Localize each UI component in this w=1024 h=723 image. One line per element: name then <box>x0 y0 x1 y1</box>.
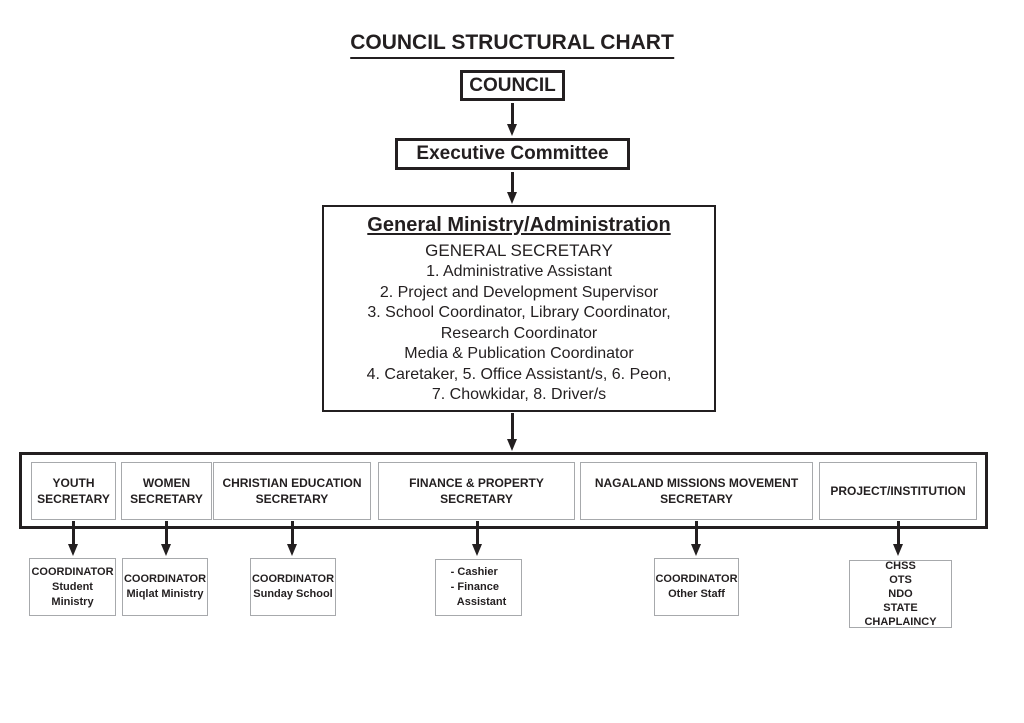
institutions-box: CHSS OTS NDO STATE CHAPLAINCY <box>849 560 952 628</box>
finance-staff-label: - Cashier - Finance Assistant <box>450 566 507 608</box>
connector-arrow <box>893 521 903 556</box>
arrow-head-icon <box>472 544 482 556</box>
arrow-head-icon <box>507 124 517 136</box>
coordinator-label: COORDINATOR Student Ministry <box>31 565 114 608</box>
general-staff-line: 2. Project and Development Supervisor <box>379 283 659 301</box>
connector-arrow <box>287 521 297 556</box>
arrow-head-icon <box>507 439 517 451</box>
general-subheading: GENERAL SECRETARY <box>425 241 613 260</box>
general-staff-line: 3. School Coordinator, Library Coordinat… <box>367 304 671 321</box>
coordinator-box-other-staff: COORDINATOR Other Staff <box>654 558 739 616</box>
general-staff-line: 7. Chowkidar, 8. Driver/s <box>431 386 607 403</box>
arrow-shaft <box>71 521 75 544</box>
secretary-box-women: WOMEN SECRETARY <box>121 462 212 520</box>
secretaries-container: YOUTH SECRETARY WOMEN SECRETARY CHRISTIA… <box>19 452 988 529</box>
arrow-shaft <box>510 413 514 439</box>
connector-arrow <box>161 521 171 556</box>
general-staff-line: 4. Caretaker, 5. Office Assistant/s, 6. … <box>366 365 672 383</box>
node-council: COUNCIL <box>460 70 565 101</box>
connector-arrow <box>691 521 701 556</box>
coordinator-label: COORDINATOR Miqlat Ministry <box>123 573 207 600</box>
arrow-shaft <box>164 521 168 544</box>
secretary-box-finance-property: FINANCE & PROPERTY SECRETARY <box>378 462 575 520</box>
arrow-head-icon <box>893 544 903 556</box>
chart-title: COUNCIL STRUCTURAL CHART <box>350 31 674 59</box>
connector-arrow <box>472 521 482 556</box>
general-heading: General Ministry/Administration <box>367 214 671 236</box>
arrow-shaft <box>694 521 698 544</box>
secretary-box-christian-education: CHRISTIAN EDUCATION SECRETARY <box>213 462 371 520</box>
connector-arrow <box>68 521 78 556</box>
arrow-shaft <box>290 521 294 544</box>
secretary-box-project-institution: PROJECT/INSTITUTION <box>819 462 977 520</box>
arrow-head-icon <box>68 544 78 556</box>
secretary-box-youth: YOUTH SECRETARY <box>31 462 116 520</box>
connector-arrow <box>507 172 517 204</box>
general-staff-line: Media & Publication Coordinator <box>404 345 634 362</box>
arrow-shaft <box>510 103 514 124</box>
arrow-head-icon <box>507 192 517 204</box>
coordinator-box-sunday-school: COORDINATOR Sunday School <box>250 558 336 616</box>
node-general-ministry: General Ministry/Administration GENERAL … <box>322 205 716 412</box>
arrow-shaft <box>510 172 514 192</box>
arrow-shaft <box>475 521 479 544</box>
arrow-shaft <box>896 521 900 544</box>
arrow-head-icon <box>691 544 701 556</box>
node-executive-committee: Executive Committee <box>395 138 630 170</box>
coordinator-box-student-ministry: COORDINATOR Student Ministry <box>29 558 116 616</box>
arrow-head-icon <box>161 544 171 556</box>
general-staff-line: Research Coordinator <box>440 324 598 342</box>
coordinator-box-miqlat-ministry: COORDINATOR Miqlat Ministry <box>122 558 208 616</box>
coordinator-label: COORDINATOR Sunday School <box>251 573 335 600</box>
coordinator-label: COORDINATOR Other Staff <box>655 573 738 600</box>
connector-arrow <box>507 413 517 451</box>
connector-arrow <box>507 103 517 136</box>
general-staff-line: 1. Administrative Assistant <box>426 263 612 280</box>
finance-staff-box: - Cashier - Finance Assistant <box>435 559 522 616</box>
institutions-label: CHSS OTS NDO STATE CHAPLAINCY <box>864 560 937 628</box>
arrow-head-icon <box>287 544 297 556</box>
secretary-box-nagaland-missions: NAGALAND MISSIONS MOVEMENT SECRETARY <box>580 462 813 520</box>
